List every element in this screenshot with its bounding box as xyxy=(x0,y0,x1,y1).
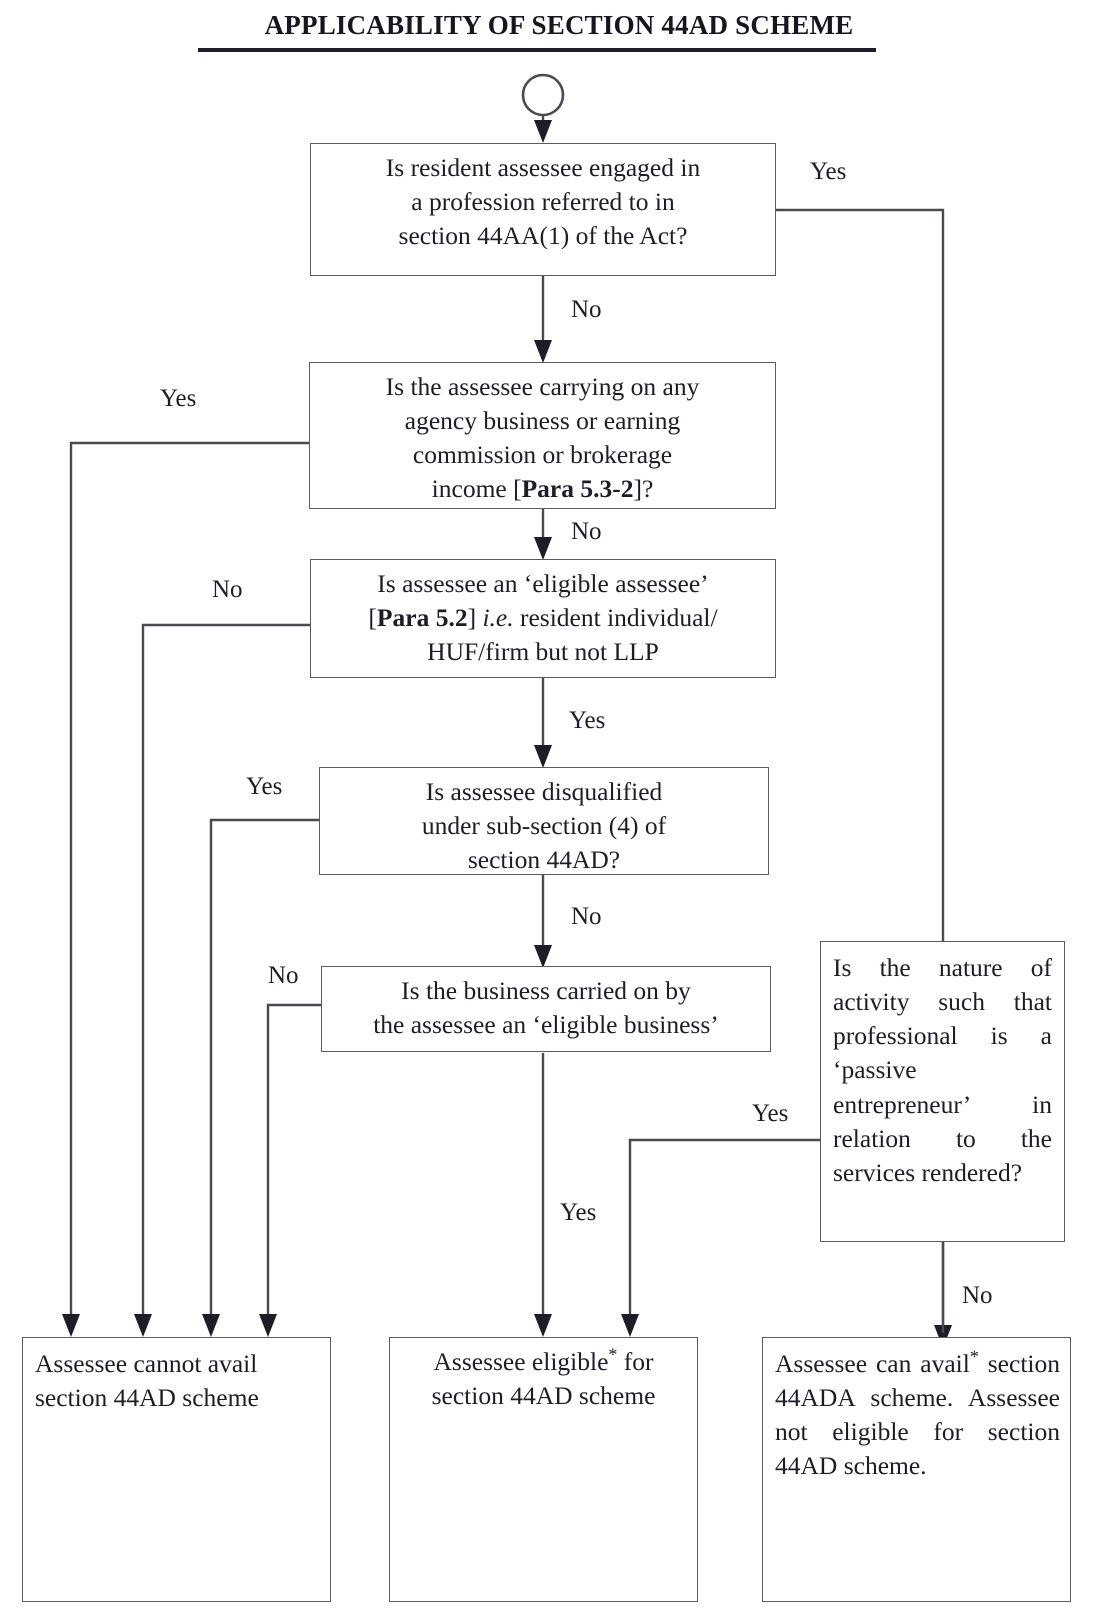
arrowhead-q5-yes xyxy=(534,1314,552,1337)
q3-line1: Is assessee an ‘eligible assessee’ xyxy=(377,569,709,598)
edge-label-q2-yes: Yes xyxy=(160,385,197,412)
arrowhead-q4-no xyxy=(534,945,552,968)
node-q1-resident-profession[interactable]: Is resident assessee engaged in a profes… xyxy=(310,143,776,276)
edge-label-q3-no: No xyxy=(212,576,243,603)
page-title: APPLICABILITY OF SECTION 44AD SCHEME xyxy=(264,10,854,40)
node-r3-can-avail-44ada[interactable]: Assessee can avail* section 44ADA scheme… xyxy=(762,1337,1071,1602)
q4-line2: under sub-section (4) of xyxy=(421,811,667,841)
q4-line1: Is assessee disqualified xyxy=(425,777,663,806)
arrowhead-q1-no xyxy=(534,340,552,363)
arrowhead-q4-yes xyxy=(202,1314,220,1337)
node-q4-disqualified-subsection4[interactable]: Is assessee disqualified under sub-secti… xyxy=(319,767,769,875)
edge-q5-r1-no xyxy=(266,1003,321,1322)
title-underline-rule xyxy=(198,48,876,52)
q4-line3: section 44AD? xyxy=(467,845,621,875)
q3-line3: HUF/firm but not LLP xyxy=(427,637,659,667)
r2-line2: section 44AD scheme xyxy=(431,1381,656,1411)
node-r1-cannot-avail-44ad[interactable]: Assessee cannot avail section 44AD schem… xyxy=(22,1337,331,1602)
arrowhead-q5-no xyxy=(259,1314,277,1337)
edge-label-q6-no: No xyxy=(962,1282,993,1309)
r3-asterisk: * xyxy=(969,1346,979,1367)
edge-label-q1-yes: Yes xyxy=(810,158,847,185)
r2-line1-post: for xyxy=(617,1347,654,1376)
q6-text: Is the nature of activity such that prof… xyxy=(833,953,1052,1187)
q3-line2-post: resident individual/ xyxy=(513,603,718,633)
edge-q2-r1-yes xyxy=(69,441,310,1322)
edge-label-q1-no: No xyxy=(571,296,602,323)
q2-line1: Is the assessee carrying on any xyxy=(385,372,700,401)
q2-line4-pre: income [ xyxy=(431,474,522,504)
page-title-wrap: APPLICABILITY OF SECTION 44AD SCHEME xyxy=(0,10,1118,41)
node-q6-passive-entrepreneur[interactable]: Is the nature of activity such that prof… xyxy=(820,941,1065,1242)
edge-label-q2-no: No xyxy=(571,518,602,545)
edge-label-q3-yes: Yes xyxy=(569,707,606,734)
arrowhead-q3-yes xyxy=(534,745,552,768)
arrowhead-q2-no xyxy=(534,537,552,560)
arrowhead-q2-yes xyxy=(62,1314,80,1337)
r3-pre: Assessee can avail xyxy=(775,1349,970,1378)
r2-line1-pre: Assessee eligible xyxy=(433,1347,609,1376)
edge-q4-r1-yes xyxy=(209,818,319,1322)
arrowhead-q3-no xyxy=(134,1314,152,1337)
arrowhead-start-q1 xyxy=(534,120,552,143)
r1-line1: Assessee cannot avail xyxy=(35,1349,258,1378)
node-r2-eligible-44ad[interactable]: Assessee eligible* for section 44AD sche… xyxy=(389,1337,698,1602)
q1-line1: Is resident assessee engaged in xyxy=(385,153,701,182)
q2-line3: commission or brokerage xyxy=(412,440,673,470)
q5-line2: the assessee an ‘eligible business’ xyxy=(373,1010,719,1040)
q1-line2: a profession referred to in xyxy=(411,187,675,217)
start-circle xyxy=(521,73,565,117)
edge-label-q5-no: No xyxy=(268,962,299,989)
r2-asterisk: * xyxy=(608,1344,618,1365)
q3-ie-italic: i.e. xyxy=(482,603,514,633)
q3-line2-pre: [ xyxy=(368,603,377,633)
q5-line1: Is the business carried on by xyxy=(401,976,691,1005)
edge-label-q4-no: No xyxy=(571,903,602,930)
node-q3-eligible-assessee[interactable]: Is assessee an ‘eligible assessee’ [Para… xyxy=(310,559,776,678)
node-q5-eligible-business[interactable]: Is the business carried on by the assess… xyxy=(321,966,771,1052)
node-q2-agency-commission[interactable]: Is the assessee carrying on any agency b… xyxy=(309,362,776,509)
edge-label-q5-yes: Yes xyxy=(560,1199,597,1226)
arrowhead-q6-yes xyxy=(621,1314,639,1337)
r1-line2: section 44AD scheme xyxy=(35,1383,259,1413)
q2-line2: agency business or earning xyxy=(404,406,681,436)
r3-post: section 44ADA scheme. Assessee not eligi… xyxy=(775,1349,1060,1481)
edge-label-q6-yes: Yes xyxy=(752,1100,789,1127)
q1-line3: section 44AA(1) of the Act? xyxy=(398,221,688,251)
q2-para-ref: Para 5.3-2 xyxy=(521,474,634,504)
q3-para-ref: Para 5.2 xyxy=(376,603,468,633)
q3-line2-mid: ] xyxy=(467,603,483,633)
q2-line4-post: ]? xyxy=(633,474,654,504)
edge-label-q4-yes: Yes xyxy=(246,773,283,800)
edge-q6-r2-yes xyxy=(628,1138,820,1322)
